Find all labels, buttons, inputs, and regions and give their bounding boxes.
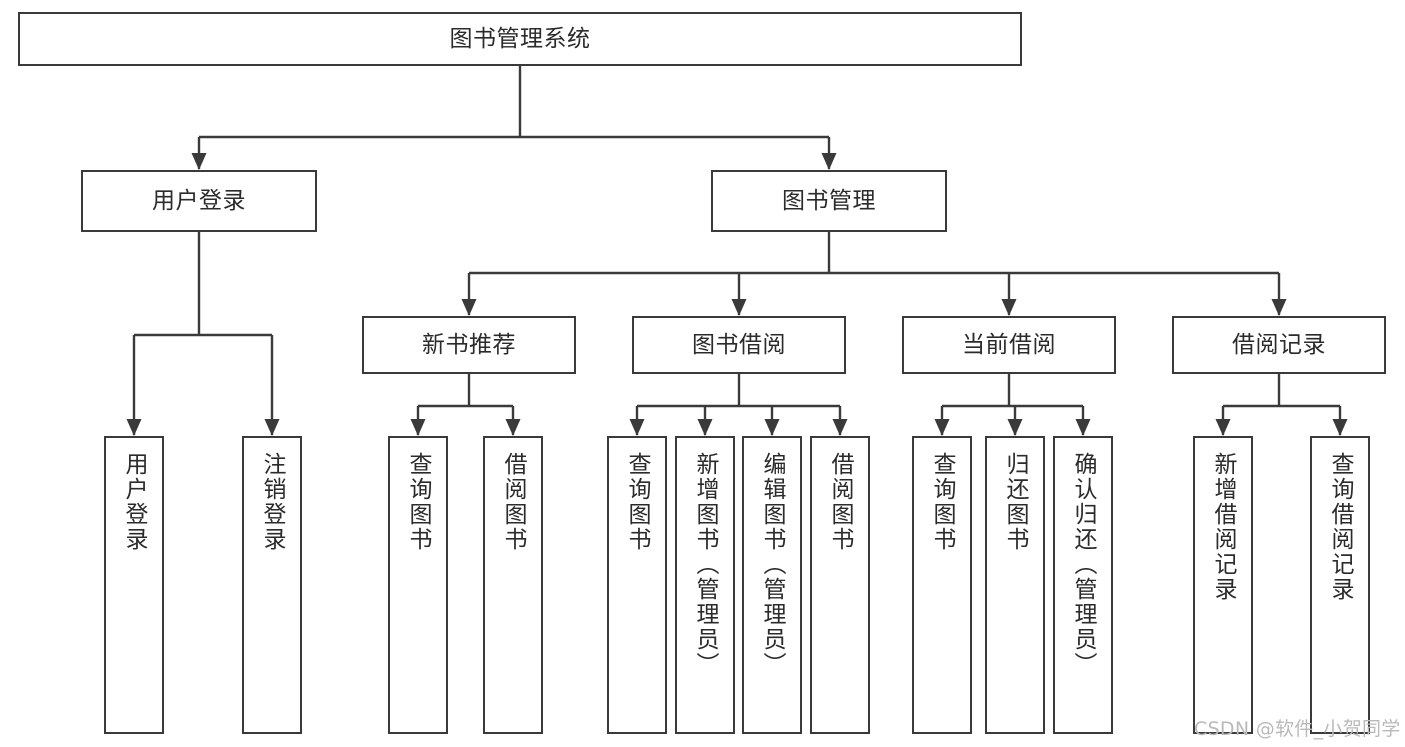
node-leaf-borrow-book-1[interactable]: 借阅图书: [483, 436, 543, 734]
connector-arrow-book-borrow-1: [697, 419, 713, 436]
node-leaf-edit-book[interactable]: 编辑图书（管理员）: [742, 436, 802, 734]
node-label-leaf-add-book: 新增图书（管理员）: [692, 452, 719, 677]
node-label-leaf-borrow-book-1: 借阅图书: [500, 452, 527, 552]
node-leaf-logout[interactable]: 注销登录: [242, 436, 302, 734]
node-leaf-return-book[interactable]: 归还图书: [985, 436, 1045, 734]
node-label-leaf-query-book-2: 查询图书: [624, 452, 651, 552]
node-label-leaf-edit-book: 编辑图书（管理员）: [759, 452, 786, 677]
node-label-leaf-add-borrow-record: 新增借阅记录: [1210, 452, 1237, 602]
node-leaf-query-book-1[interactable]: 查询图书: [388, 436, 448, 734]
node-label-user-login: 用户登录: [152, 187, 246, 214]
node-leaf-query-book-3[interactable]: 查询图书: [912, 436, 972, 734]
node-book-management[interactable]: 图书管理: [711, 170, 947, 232]
node-user-login[interactable]: 用户登录: [81, 170, 317, 232]
node-leaf-borrow-book-2[interactable]: 借阅图书: [810, 436, 870, 734]
node-label-current-borrow: 当前借阅: [962, 331, 1056, 358]
node-book-borrow[interactable]: 图书借阅: [632, 316, 846, 374]
node-root[interactable]: 图书管理系统: [18, 12, 1022, 66]
node-leaf-user-login[interactable]: 用户登录: [104, 436, 164, 734]
node-new-book-recommend[interactable]: 新书推荐: [362, 316, 576, 374]
connector-arrow-borrow-records-0: [1215, 419, 1231, 436]
connector-arrow-current-borrow-0: [934, 419, 950, 436]
connector-arrow-current-borrow-1: [1007, 419, 1023, 436]
connector-arrow-new-book-recommend-1: [505, 419, 521, 436]
connector-arrow-user-login-0: [126, 419, 142, 436]
node-label-leaf-borrow-book-2: 借阅图书: [827, 452, 854, 552]
node-current-borrow[interactable]: 当前借阅: [902, 316, 1116, 374]
connector-arrow-root-1: [821, 153, 837, 170]
node-label-leaf-logout: 注销登录: [259, 452, 286, 552]
node-label-leaf-return-book: 归还图书: [1002, 452, 1029, 552]
node-label-leaf-query-borrow-record: 查询借阅记录: [1327, 452, 1354, 602]
node-borrow-records[interactable]: 借阅记录: [1172, 316, 1386, 374]
node-label-borrow-records: 借阅记录: [1232, 331, 1326, 358]
connector-arrow-book-management-3: [1271, 299, 1287, 316]
node-label-leaf-confirm-return: 确认归还（管理员）: [1070, 452, 1097, 677]
node-label-leaf-user-login: 用户登录: [121, 452, 148, 552]
node-label-leaf-query-book-3: 查询图书: [929, 452, 956, 552]
node-label-leaf-query-book-1: 查询图书: [405, 452, 432, 552]
watermark-text: CSDN @软件_小贺同学: [1194, 718, 1401, 740]
node-leaf-confirm-return[interactable]: 确认归还（管理员）: [1053, 436, 1113, 734]
connector-arrow-book-management-0: [461, 299, 477, 316]
node-leaf-add-book[interactable]: 新增图书（管理员）: [675, 436, 735, 734]
connector-arrow-book-borrow-0: [629, 419, 645, 436]
connector-arrow-root-0: [191, 153, 207, 170]
node-label-book-management: 图书管理: [782, 187, 876, 214]
node-label-new-book-recommend: 新书推荐: [422, 331, 516, 358]
connector-arrow-user-login-1: [264, 419, 280, 436]
connector-arrow-borrow-records-1: [1332, 419, 1348, 436]
connector-arrow-current-borrow-2: [1075, 419, 1091, 436]
node-label-root: 图书管理系统: [449, 25, 591, 52]
connector-arrow-new-book-recommend-0: [410, 419, 426, 436]
connector-arrow-book-management-1: [731, 299, 747, 316]
node-leaf-add-borrow-record[interactable]: 新增借阅记录: [1193, 436, 1253, 734]
connector-arrow-book-borrow-2: [764, 419, 780, 436]
node-leaf-query-book-2[interactable]: 查询图书: [607, 436, 667, 734]
node-label-book-borrow: 图书借阅: [692, 331, 786, 358]
connector-arrow-book-borrow-3: [832, 419, 848, 436]
connector-arrow-book-management-2: [1001, 299, 1017, 316]
node-leaf-query-borrow-record[interactable]: 查询借阅记录: [1310, 436, 1370, 734]
